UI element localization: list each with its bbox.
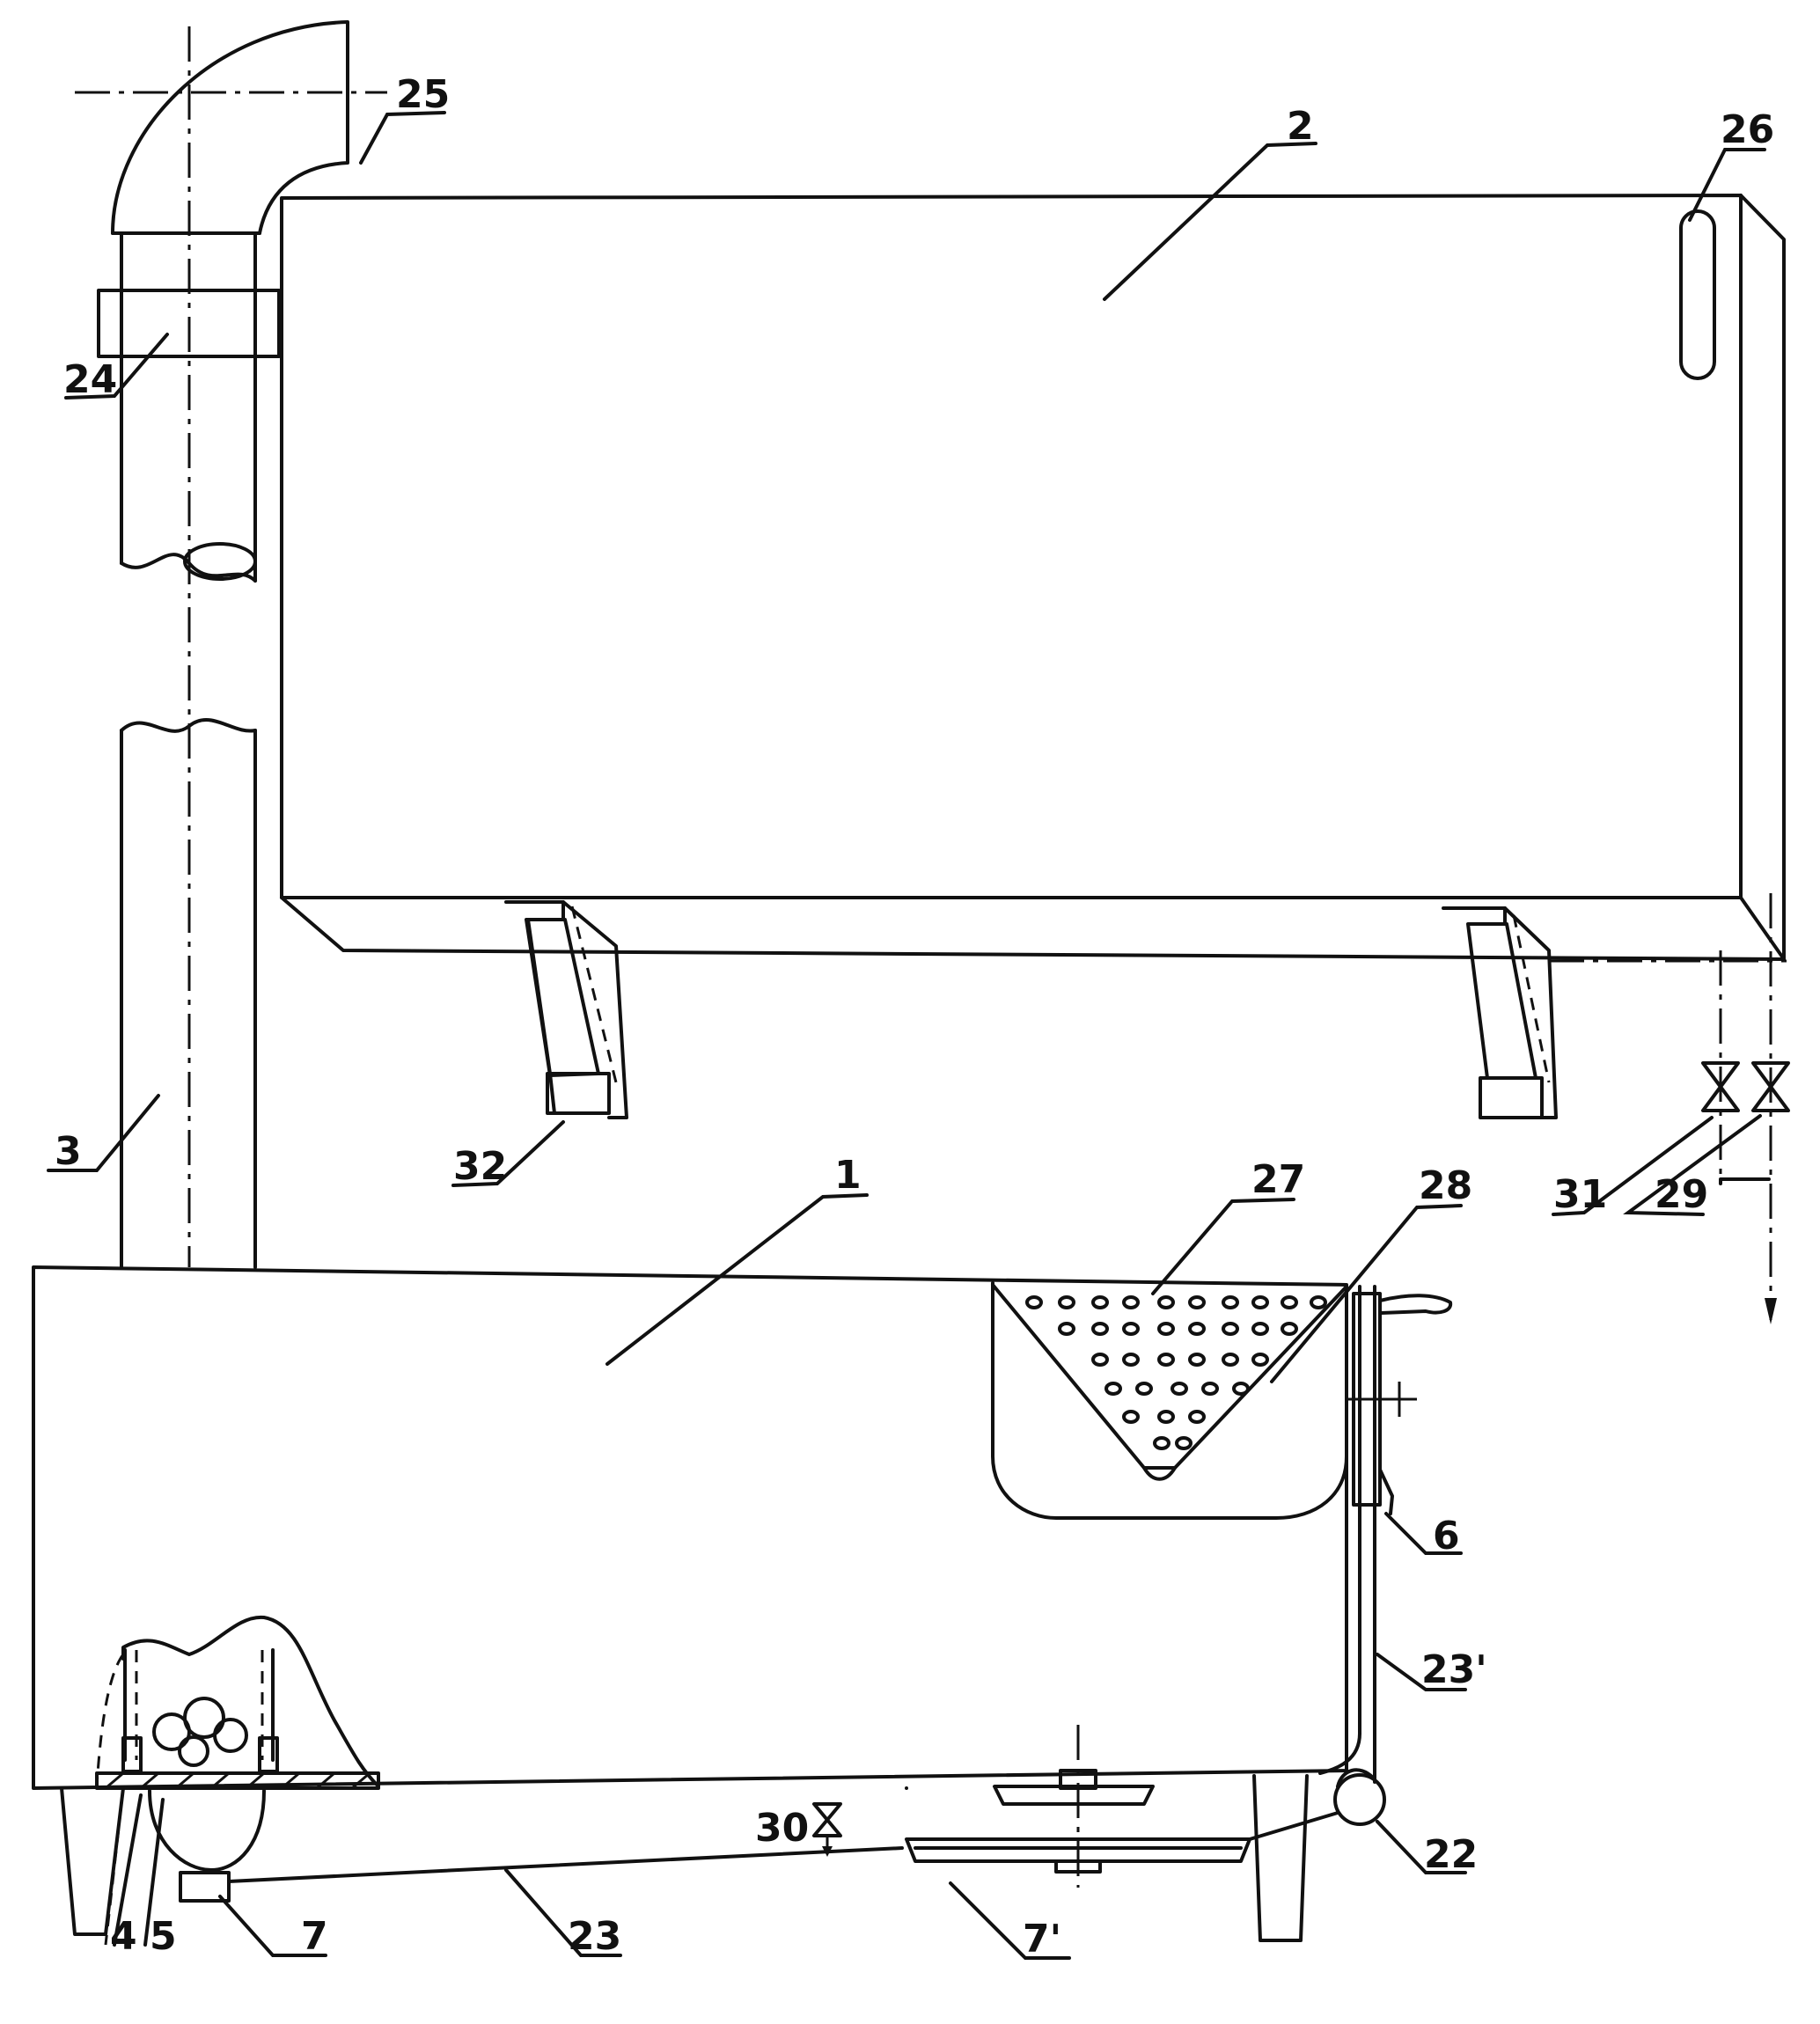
- label-7: 7: [301, 1914, 328, 1959]
- label-31: 31: [1553, 1172, 1607, 1217]
- label-25: 25: [396, 72, 450, 117]
- drain-pipe-valves: [1549, 893, 1790, 1324]
- label-4: 4: [110, 1914, 137, 1959]
- tank-support-right: [1442, 906, 1558, 1119]
- label-27: 27: [1251, 1157, 1305, 1202]
- label-6: 6: [1433, 1514, 1460, 1558]
- upper-water-tank: [280, 194, 1786, 961]
- label-32: 32: [453, 1144, 507, 1189]
- label-30: 30: [755, 1806, 809, 1851]
- chimney-pipe: [75, 20, 387, 1269]
- label-2: 2: [1287, 104, 1314, 149]
- feed-hopper-strainer: [991, 1281, 1348, 1520]
- label-1: 1: [834, 1153, 862, 1198]
- label-7-prime: 7': [1023, 1917, 1061, 1962]
- label-29: 29: [1655, 1172, 1708, 1217]
- leader-lines: [47, 111, 1766, 1960]
- label-23: 23: [568, 1914, 621, 1959]
- strainer-holes: [1025, 1295, 1327, 1450]
- label-3: 3: [55, 1129, 82, 1174]
- label-23-prime: 23': [1421, 1647, 1487, 1692]
- tank-support-left: [504, 900, 628, 1119]
- bottom-circulation-pipe: [227, 1725, 1339, 1888]
- lower-boiler-body: [32, 1265, 1348, 1947]
- label-22: 22: [1424, 1832, 1478, 1877]
- part-labels: 1 2 3 4 5 6 7 7' 22 23 23' 24 25 26 27 2…: [55, 72, 1774, 1962]
- label-26: 26: [1721, 107, 1774, 152]
- label-5: 5: [150, 1914, 177, 1959]
- label-28: 28: [1419, 1163, 1472, 1208]
- side-pipe-and-pump: [1318, 1285, 1453, 1826]
- label-24: 24: [63, 357, 117, 402]
